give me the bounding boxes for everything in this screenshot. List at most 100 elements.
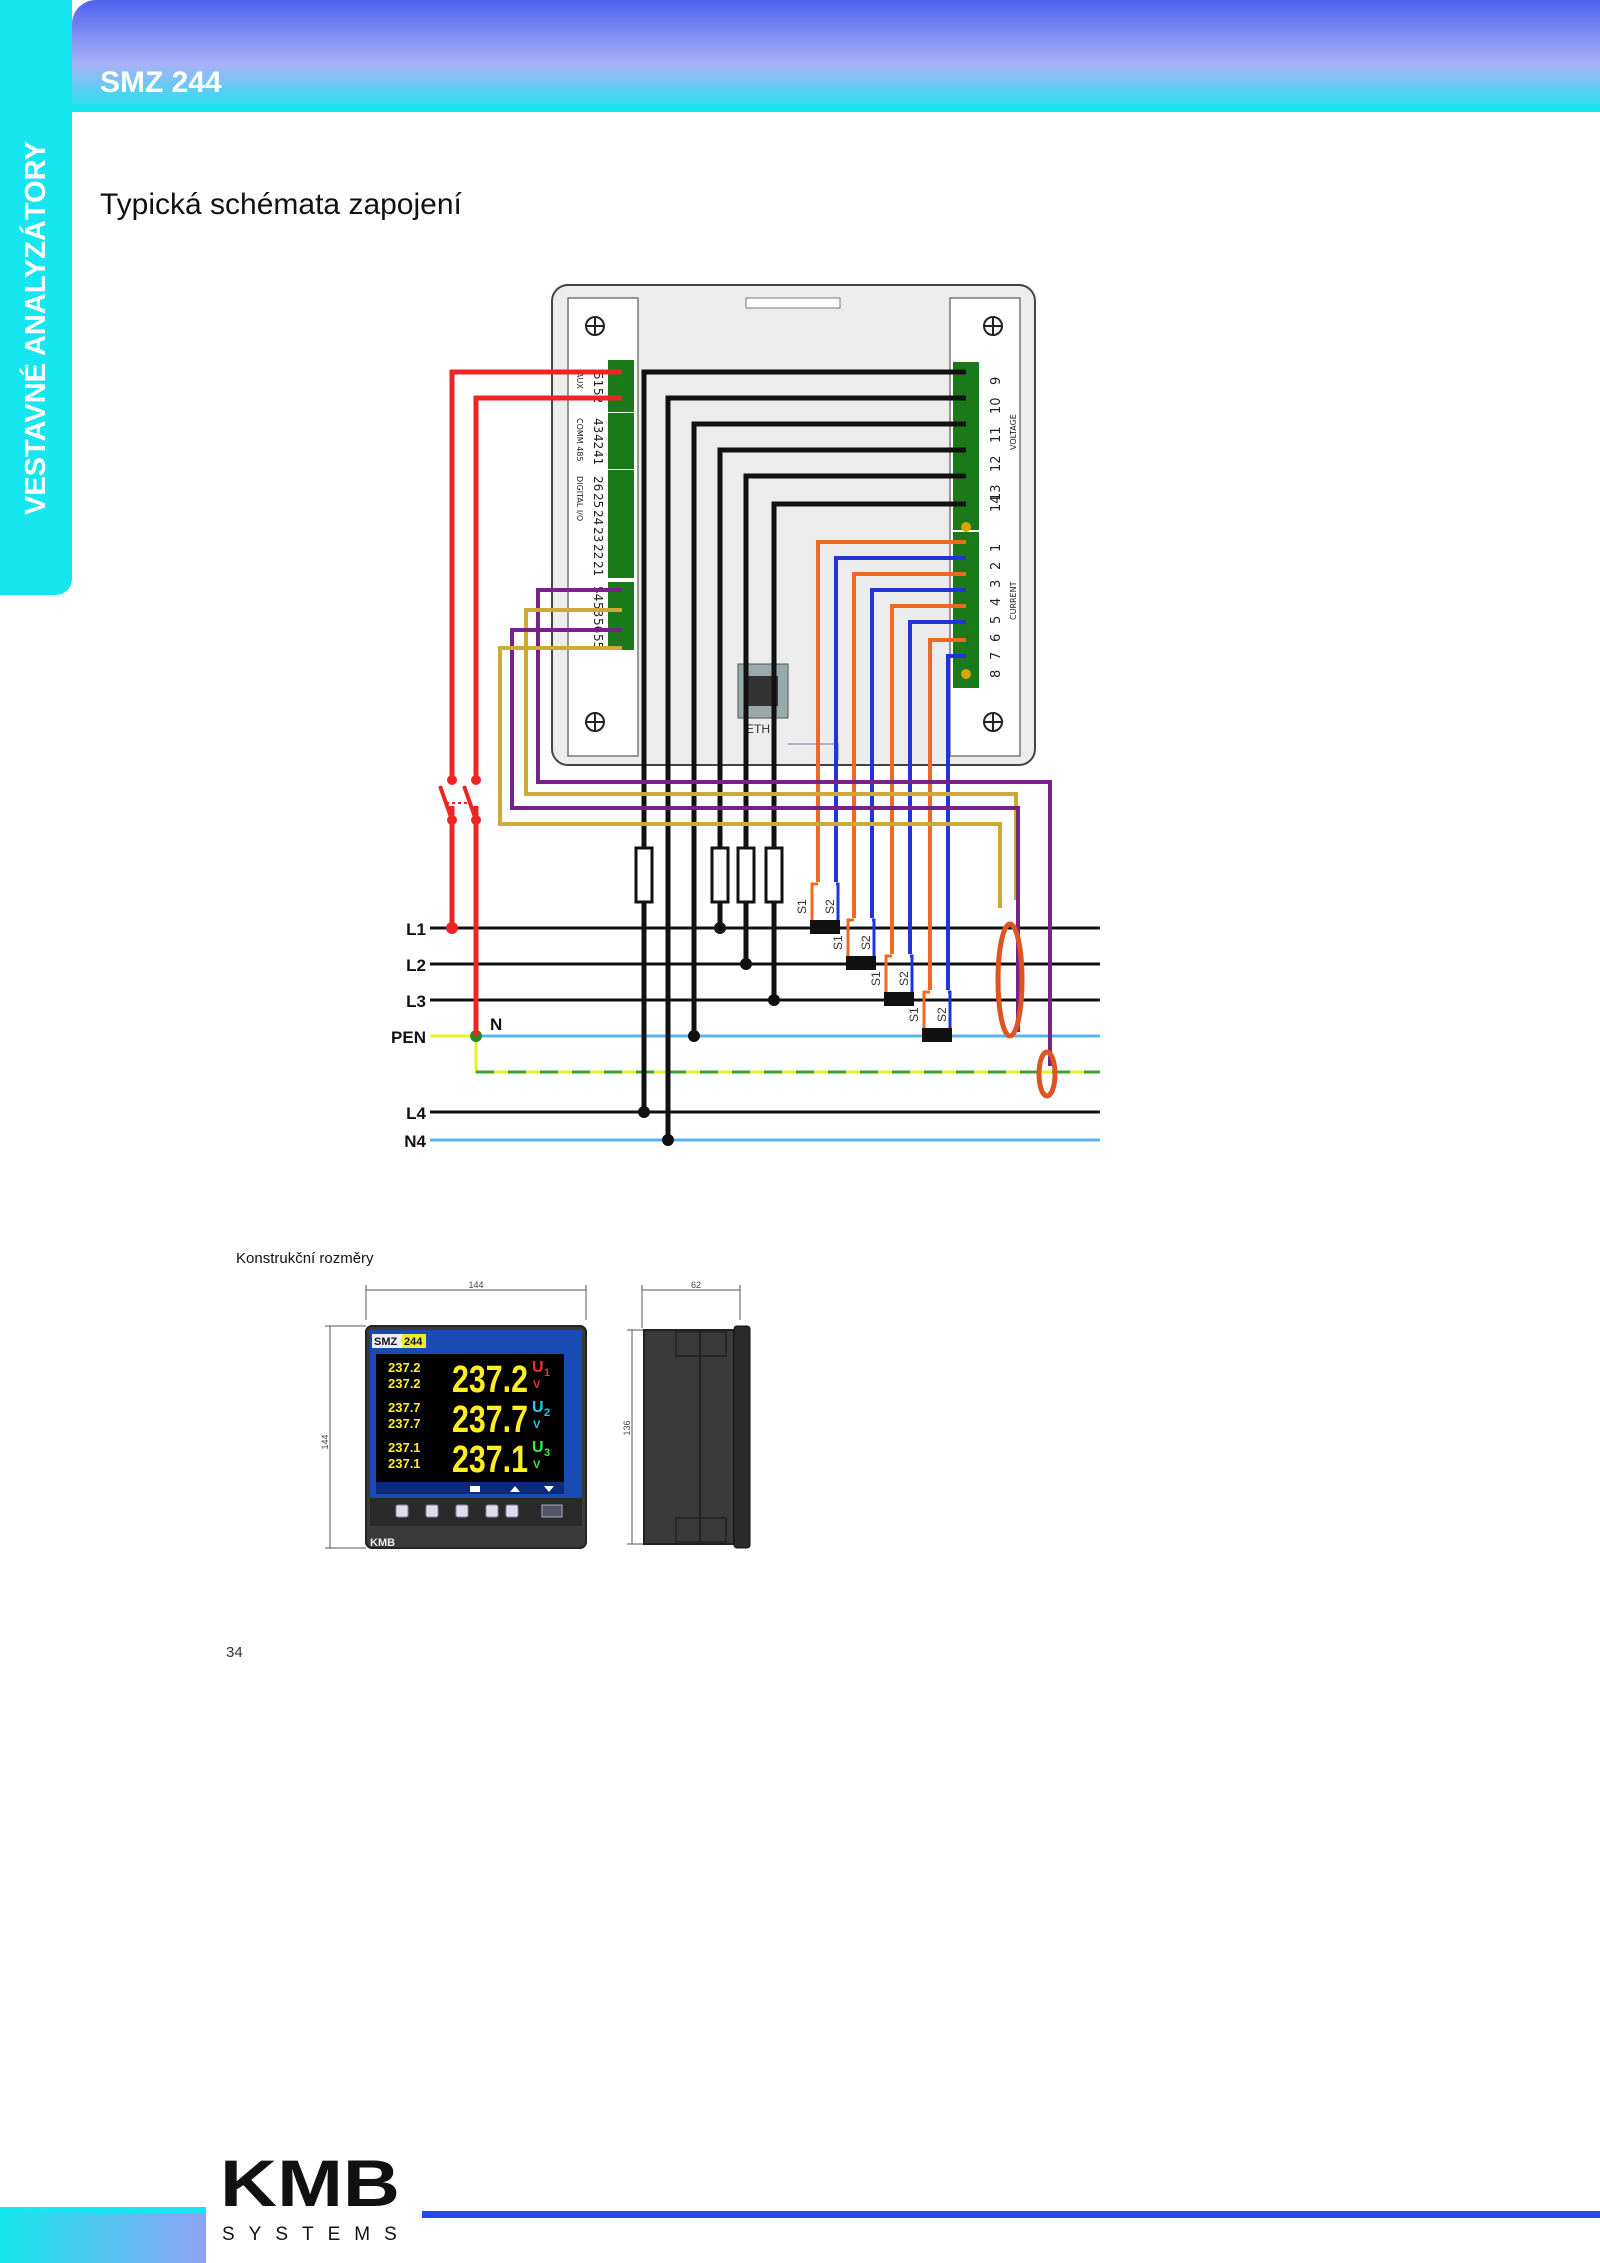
terminal-number: 42 (591, 434, 605, 449)
logo-text: KMB (220, 2150, 400, 2220)
ct-transformer-icon (810, 920, 840, 934)
footer-cyan-line (0, 2207, 206, 2213)
label-l2: L2 (406, 956, 426, 975)
arrow-up-icon (510, 1486, 520, 1492)
ct-label-s1: S1 (795, 899, 809, 914)
reading-main: 237.1 (452, 1439, 528, 1481)
reading-index: 1 (544, 1367, 550, 1379)
terminal-number: 9 (989, 377, 1004, 385)
ct4-s2-wire (946, 654, 966, 990)
voltage-wire-l2 (743, 473, 966, 964)
model-tag-bg (402, 1334, 426, 1348)
terminal-number: 41 (591, 450, 605, 465)
ct-transformer-icon (884, 992, 914, 1006)
side-tab-label-wrap: VESTAVNÉ ANALYZÁTORY (18, 141, 52, 515)
fuse-icon (710, 846, 730, 904)
ct-label-s1: S1 (907, 1007, 921, 1022)
aux-wire-2 (473, 395, 622, 1036)
terminal-number: 21 (591, 561, 605, 576)
n4-node (662, 1134, 674, 1146)
terminal-block-io (608, 470, 634, 578)
ct-label-s1: S1 (831, 935, 845, 950)
label-l1: L1 (406, 920, 426, 939)
keypad-button[interactable] (455, 1504, 469, 1518)
eth-label: ETH (746, 722, 770, 736)
terminal-number: 3 (989, 580, 1004, 588)
terminal-number: 13 (989, 484, 1004, 501)
header-band (72, 0, 1600, 112)
fuse-icon (634, 846, 654, 904)
keypad-button[interactable] (395, 1504, 409, 1518)
menu-icon (470, 1486, 480, 1492)
l4-node (638, 1106, 650, 1118)
section-title: Typická schémata zapojení (100, 188, 462, 221)
keypad-button[interactable] (505, 1504, 519, 1518)
reading-max: 237.7 (388, 1400, 421, 1415)
reading-row-2: 237.7 237.7 237.7 U 2 V (388, 1399, 550, 1441)
terminal-caption: VOLTAGE (1009, 414, 1018, 450)
terminal-number: 12 (989, 455, 1004, 472)
reading-main: 237.7 (452, 1399, 528, 1441)
ct-transformer-icon (846, 956, 876, 970)
terminal-caption: COMM 485 (575, 418, 584, 462)
aux-wire-1 (449, 369, 622, 928)
terminal-number: 4 (989, 598, 1004, 606)
terminal-marker (961, 522, 971, 532)
reading-unit: V (533, 1459, 541, 1471)
ct-label-s2: S2 (935, 1007, 949, 1022)
reading-min: 237.1 (388, 1456, 421, 1471)
terminal-block-comm (608, 413, 634, 469)
pe-ct-ring (1036, 1049, 1058, 1099)
n-node (688, 1030, 700, 1042)
voltage-wire-l1 (717, 447, 966, 928)
reading-quantity: U (532, 1439, 544, 1456)
terminal-number: 25 (591, 493, 605, 508)
label-n4: N4 (404, 1132, 426, 1151)
front-height-label: 144 (320, 1434, 330, 1449)
terminal-number: 23 (591, 527, 605, 542)
reading-quantity: U (532, 1359, 544, 1376)
reading-index: 2 (544, 1407, 550, 1419)
keypad-button[interactable] (425, 1504, 439, 1518)
l1-voltage-node (714, 922, 726, 934)
ct4-s1-wire (928, 638, 966, 990)
logo-subtext: SYSTEMS (222, 2224, 411, 2245)
ct2-s1-wire (852, 572, 966, 918)
ct-label-s2: S2 (823, 899, 837, 914)
ct1-s2-wire (834, 556, 966, 882)
terminal-marker (961, 669, 971, 679)
reading-row-1: 237.2 237.2 237.2 U 1 V (388, 1359, 550, 1401)
rcm-wire-a2 (510, 628, 1020, 1032)
fuse-icon (736, 846, 756, 904)
front-logo: KMB (370, 1537, 395, 1549)
screen-readout-area (376, 1354, 564, 1482)
terminal-number: 7 (989, 652, 1004, 660)
voltage-wire-l3 (771, 501, 966, 1000)
ct-label-s2: S2 (897, 971, 911, 986)
screw-icon (585, 316, 605, 336)
side-tab (0, 0, 72, 595)
side-tab-label: VESTAVNÉ ANALYZÁTORY (18, 141, 52, 515)
terminal-number: 6 (989, 634, 1004, 642)
page-number: 34 (226, 1644, 243, 1661)
terminal-number: 24 (591, 510, 605, 525)
product-name: SMZ 244 (100, 66, 222, 99)
keypad-button[interactable] (485, 1504, 499, 1518)
header-white-curve (72, 112, 1600, 172)
front-width-label: 144 (468, 1280, 483, 1290)
terminal-number: 2 (989, 562, 1004, 570)
reading-index: 3 (544, 1447, 550, 1459)
footer-left-bar (0, 2207, 206, 2263)
reading-min: 237.7 (388, 1416, 421, 1431)
mounting-clip (675, 1331, 727, 1357)
wiring-diagram: 51 52 AUX 43 42 41 COMM 485 26 25 24 23 … (391, 284, 1100, 1151)
terminal-number: 10 (989, 397, 1004, 414)
breaker-icon (438, 775, 481, 825)
terminal-number: 8 (989, 670, 1004, 678)
pe-line-yellow (474, 1036, 1100, 1074)
ct-transformer-icon (922, 1028, 952, 1042)
footer-blue-line (422, 2211, 1600, 2218)
terminal-number: 14 (989, 495, 1004, 512)
terminal-caption: AUX (575, 372, 584, 389)
ct-label-s2: S2 (859, 935, 873, 950)
